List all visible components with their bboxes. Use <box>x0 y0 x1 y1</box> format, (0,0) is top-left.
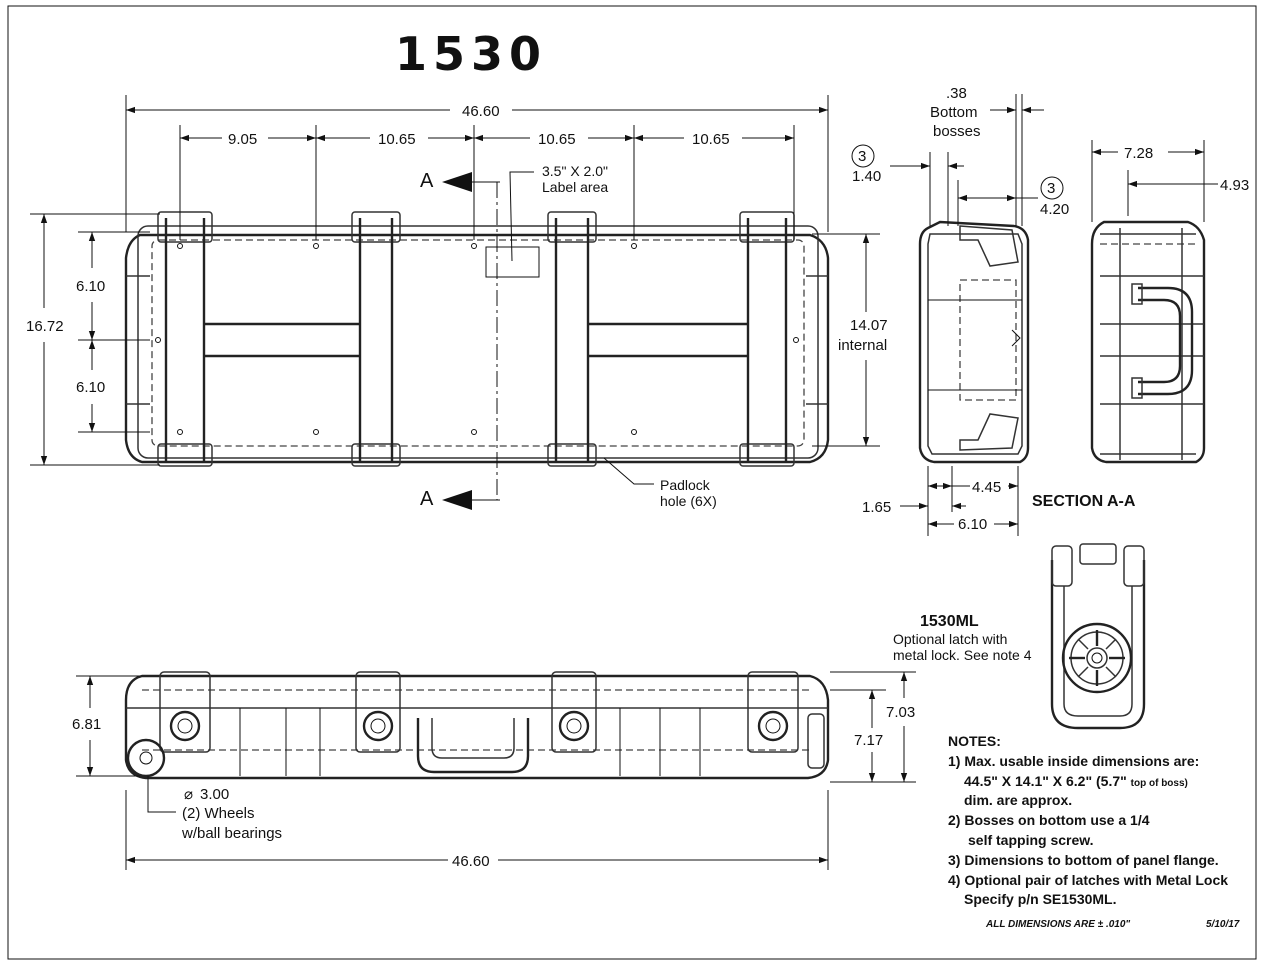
front-height-left: 6.81 <box>72 716 101 733</box>
note-4-line1: 4) Optional pair of latches with Metal L… <box>948 872 1228 888</box>
section-dim-c: 1.65 <box>862 499 891 516</box>
latch-detail <box>1050 543 1146 730</box>
padlock-line2: hole (6X) <box>660 493 717 509</box>
note-1-line2: 44.5" X 14.1" X 6.2" (5.7" top of boss) <box>964 773 1188 789</box>
section-dim-d: 4.45 <box>972 479 1001 496</box>
note-1-line3: dim. are approx. <box>964 792 1072 808</box>
label-area-box <box>485 246 540 278</box>
front-overall-width: 46.60 <box>452 853 490 870</box>
end-offset: 4.93 <box>1220 177 1249 194</box>
internal-label: internal <box>838 337 887 354</box>
notes-heading: NOTES: <box>948 733 1001 749</box>
top-latch-spacing-top: 6.10 <box>76 278 105 295</box>
top-overall-height: 16.72 <box>26 318 64 335</box>
note-1-line1: 1) Max. usable inside dimensions are: <box>948 753 1199 769</box>
drawing-title: 1530 <box>395 27 547 81</box>
top-spacing-4: 10.65 <box>692 131 730 148</box>
section-marker-bottom: A <box>420 488 434 510</box>
note-2-line1: 2) Bosses on bottom use a 1/4 <box>948 812 1150 828</box>
note-ref-circle-a <box>851 144 875 168</box>
section-dim-a: 1.40 <box>852 168 881 185</box>
boss-label-line2: bosses <box>933 123 981 140</box>
front-view <box>124 671 830 780</box>
note-3: 3) Dimensions to bottom of panel flange. <box>948 852 1219 868</box>
label-area-line1: 3.5" X 2.0" <box>542 163 608 179</box>
note-ref-a: 3 <box>858 148 866 165</box>
padlock-line1: Padlock <box>660 477 711 493</box>
top-latch-spacing-bottom: 6.10 <box>76 379 105 396</box>
tolerance-note: ALL DIMENSIONS ARE ± .010" <box>985 919 1130 930</box>
end-width: 7.28 <box>1124 145 1153 162</box>
internal-value: 14.07 <box>850 317 888 334</box>
section-dim-b: 4.20 <box>1040 201 1069 218</box>
wheel-icon <box>126 738 166 778</box>
front-height-right-a: 7.17 <box>854 732 883 749</box>
top-spacing-1: 9.05 <box>228 131 257 148</box>
latch-name: 1530ML <box>920 613 979 630</box>
boss-value: .38 <box>946 85 967 102</box>
section-view <box>918 220 1030 464</box>
section-dim-e: 6.10 <box>958 516 987 533</box>
latch-desc-line1: Optional latch with <box>893 631 1007 647</box>
top-view <box>124 181 830 501</box>
front-view-dimensions <box>76 671 916 870</box>
top-spacing-3: 10.65 <box>538 131 576 148</box>
boss-label-line1: Bottom <box>930 104 978 121</box>
section-label: SECTION A-A <box>1032 493 1136 510</box>
note-ref-circle-b <box>1040 176 1064 200</box>
end-view-dimensions <box>1091 140 1218 222</box>
top-overall-width: 46.60 <box>462 103 500 120</box>
section-marker-top: A <box>420 170 434 192</box>
end-view <box>1090 220 1206 464</box>
note-4-line2: Specify p/n SE1530ML. <box>964 891 1117 907</box>
top-spacing-2: 10.65 <box>378 131 416 148</box>
wheel-label-line2: w/ball bearings <box>181 825 282 842</box>
wheel-diameter: 3.00 <box>200 786 229 803</box>
section-view-dimensions <box>851 94 1064 536</box>
sheet-border <box>7 5 1257 960</box>
note-ref-b: 3 <box>1047 180 1055 197</box>
note-2-line2: self tapping screw. <box>968 832 1094 848</box>
drawing-date: 5/10/17 <box>1206 919 1240 930</box>
front-height-right-b: 7.03 <box>886 704 915 721</box>
diameter-symbol: ⌀ <box>184 786 193 803</box>
latch-desc-line2: metal lock. See note 4 <box>893 647 1032 663</box>
top-view-dimensions <box>30 95 880 510</box>
label-area-line2: Label area <box>542 179 608 195</box>
wheel-label-line1: (2) Wheels <box>182 805 255 822</box>
